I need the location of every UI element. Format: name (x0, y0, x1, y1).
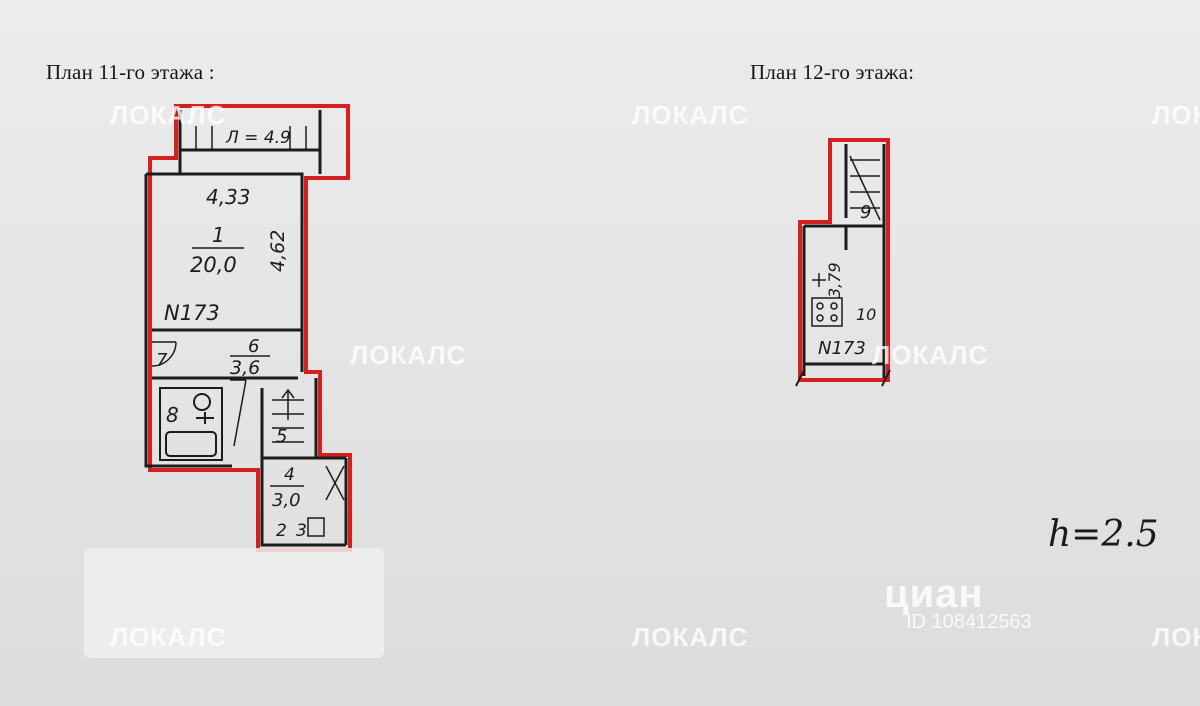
plan-11 (144, 104, 352, 552)
bath-fixture (159, 387, 223, 461)
label-7: 7 (156, 350, 168, 371)
kitchen-depth-label: 3,79 (825, 262, 844, 298)
stair-11 (272, 388, 304, 443)
apartment-label-11: N173 (164, 301, 220, 325)
plan-11-walls (144, 110, 348, 547)
label-3: 3 (296, 521, 307, 541)
room-number-label: 1 (212, 223, 225, 247)
room-width-label: 4,33 (206, 185, 251, 209)
plan-11-heading: План 11-го этажа : (46, 60, 215, 84)
apartment-label-12: N173 (818, 338, 866, 359)
watermark-4: ЛОКАЛС (350, 340, 467, 370)
doors-11 (151, 341, 247, 447)
plan-11-outline (148, 104, 352, 552)
obscured-area (84, 548, 384, 658)
watermark-6: ЛОКАЛС (110, 622, 227, 652)
plan-12-heading: План 12-го этажа: (750, 60, 915, 84)
room-depth-label: 4,62 (267, 230, 289, 272)
watermark-7: ЛОКАЛС (632, 622, 749, 652)
storage-number-label: 4 (284, 465, 295, 485)
height-note: h=2.5 (1048, 514, 1159, 555)
hall-area-label: 3,6 (230, 357, 260, 379)
watermark-5: ЛОКАЛС (872, 340, 989, 370)
balcony-hatch (195, 126, 307, 150)
stair-number-label: 5 (276, 426, 287, 447)
watermark-2: ЛОКАЛС (632, 100, 749, 130)
kitchen-number-label: 10 (856, 305, 876, 324)
hall-number-label: 6 (248, 336, 259, 357)
stair-12 (849, 155, 881, 221)
watermark-1: ЛОКАЛС (110, 100, 227, 130)
watermark-8: ЛОКАЛС (1152, 622, 1200, 652)
cian-listing-id: ID 108412563 (906, 611, 1032, 633)
plan-12-walls (802, 144, 886, 378)
storage-area-label: 3,0 (272, 490, 301, 511)
watermark-3: ЛОКАЛС (1152, 100, 1200, 130)
plan-12 (795, 138, 891, 387)
cian-logo: циан (884, 572, 984, 616)
cian-watermark: циан ID 108412563 (884, 572, 1032, 634)
plan-12-tick-left (795, 369, 805, 387)
balcony-label: Л = 4.9 (225, 128, 291, 148)
stove-fixture (811, 273, 843, 327)
bath-number-label: 8 (166, 403, 179, 427)
plan-12-tick-right (881, 369, 891, 387)
storage-cross (307, 465, 345, 537)
label-2: 2 (276, 521, 287, 541)
stair-12-number-label: 9 (860, 202, 871, 223)
room-area-label: 20,0 (190, 253, 237, 277)
